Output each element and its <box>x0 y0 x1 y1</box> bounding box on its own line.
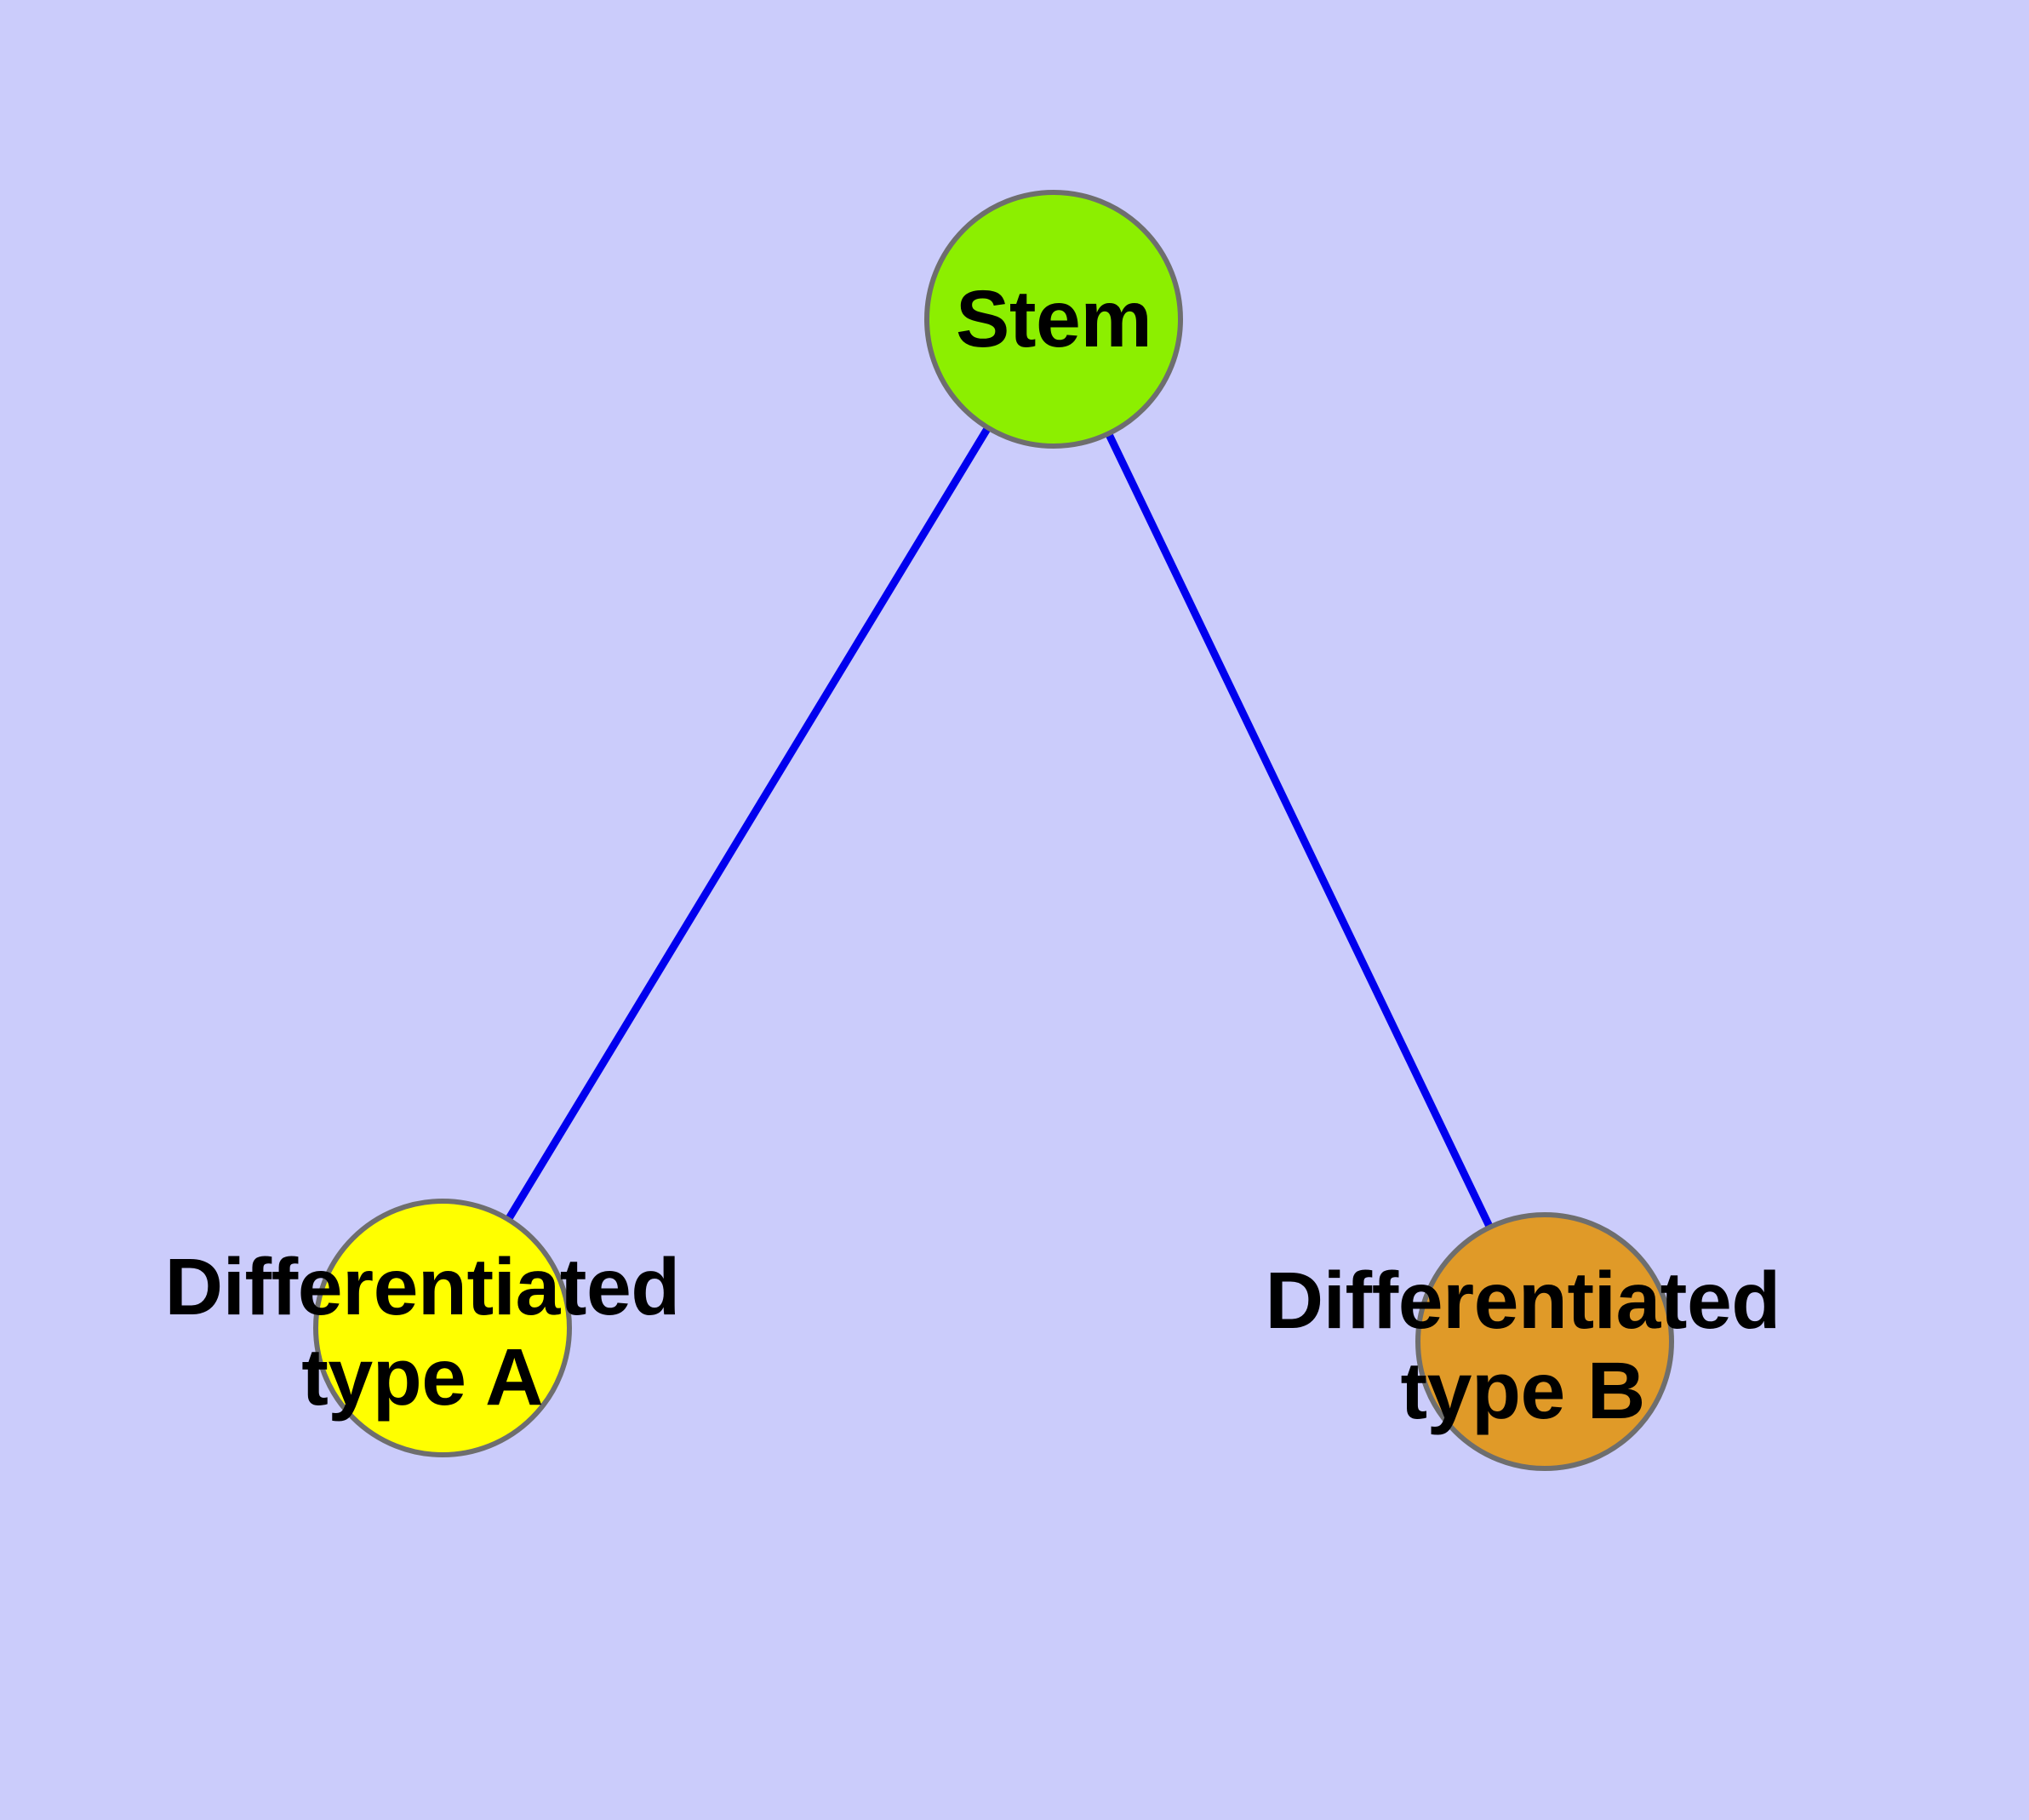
graph-node-stem[interactable] <box>924 190 1183 449</box>
graph-node-diff-a[interactable] <box>313 1199 572 1457</box>
edges-layer <box>504 425 1494 1230</box>
nodes-layer <box>313 190 1674 1471</box>
graph-node-diff-b[interactable] <box>1415 1212 1674 1471</box>
graph-edge-stem-to-a <box>504 425 992 1222</box>
graph-edge-stem-to-b <box>1105 431 1494 1230</box>
